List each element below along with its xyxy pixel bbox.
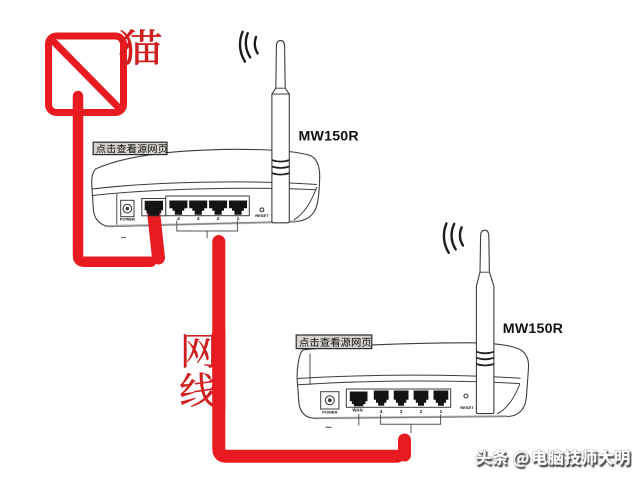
svg-text:MW150R: MW150R bbox=[503, 321, 563, 337]
svg-text:4: 4 bbox=[380, 409, 383, 414]
svg-text:4: 4 bbox=[177, 216, 180, 222]
svg-text:2: 2 bbox=[217, 216, 220, 222]
svg-text:MW150R: MW150R bbox=[299, 129, 359, 145]
svg-text:3: 3 bbox=[197, 216, 200, 222]
svg-text:RESET: RESET bbox=[255, 213, 269, 218]
svg-text:1: 1 bbox=[237, 216, 240, 222]
svg-text:RESET: RESET bbox=[460, 405, 474, 410]
svg-text:WAN: WAN bbox=[352, 408, 362, 413]
svg-text:2: 2 bbox=[420, 409, 423, 414]
svg-text:1: 1 bbox=[440, 409, 443, 414]
svg-text:POWER: POWER bbox=[120, 217, 135, 222]
svg-text:3: 3 bbox=[400, 409, 403, 414]
svg-text:POWER: POWER bbox=[322, 410, 337, 415]
